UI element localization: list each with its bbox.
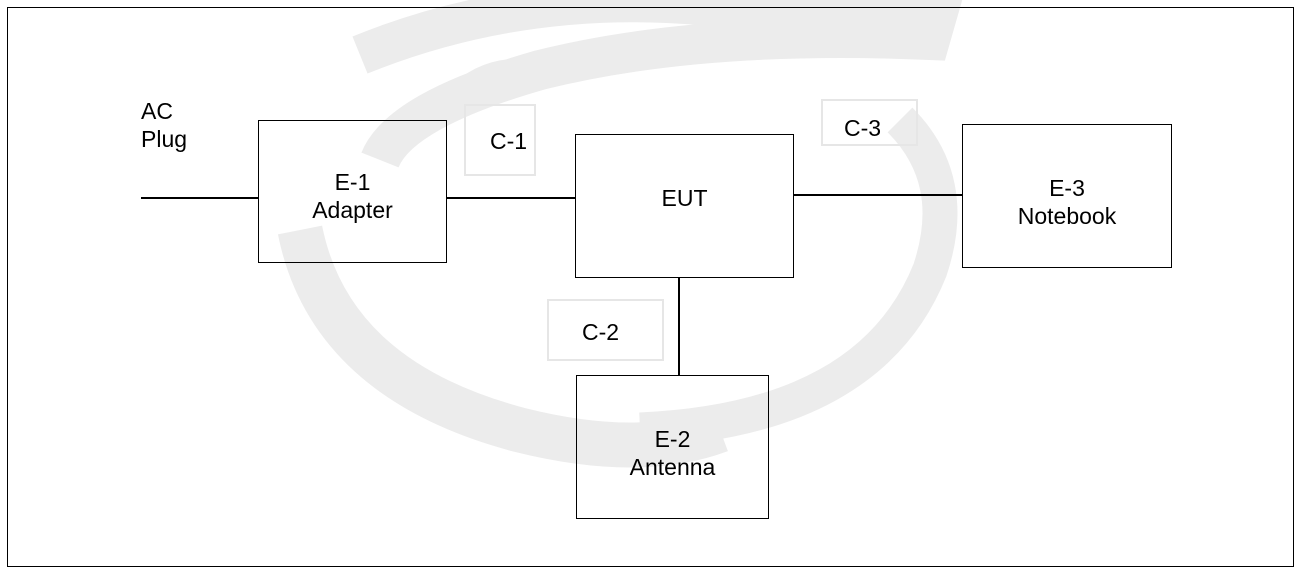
adapter-box <box>258 120 447 263</box>
cable-c3-label: C-3 <box>844 115 882 141</box>
ac-plug-line1: AC <box>141 98 173 124</box>
antenna-box <box>576 375 769 519</box>
notebook-label: E-3 Notebook <box>962 174 1172 230</box>
antenna-label: E-2 Antenna <box>576 425 769 481</box>
notebook-id: E-3 <box>1049 175 1085 201</box>
cable-c1-line <box>447 197 575 199</box>
notebook-name: Notebook <box>1017 203 1117 229</box>
notebook-box <box>962 124 1172 268</box>
cable-c3-line <box>794 194 962 196</box>
adapter-id: E-1 <box>334 169 371 195</box>
eut-box <box>575 134 794 278</box>
adapter-name: Adapter <box>312 197 393 223</box>
eut-label: EUT <box>661 185 708 211</box>
ac-plug-line2: Plug <box>141 126 188 152</box>
adapter-label: E-1 Adapter <box>258 168 447 224</box>
ac-plug-label: AC Plug <box>141 97 187 153</box>
antenna-name: Antenna <box>629 454 716 480</box>
cable-c2-label: C-2 <box>582 319 620 345</box>
watermark-logo <box>277 0 963 468</box>
cable-c1-label: C-1 <box>490 128 528 154</box>
ac-plug-line <box>141 197 259 199</box>
antenna-id: E-2 <box>654 426 691 452</box>
cable-c2-line <box>678 278 680 376</box>
